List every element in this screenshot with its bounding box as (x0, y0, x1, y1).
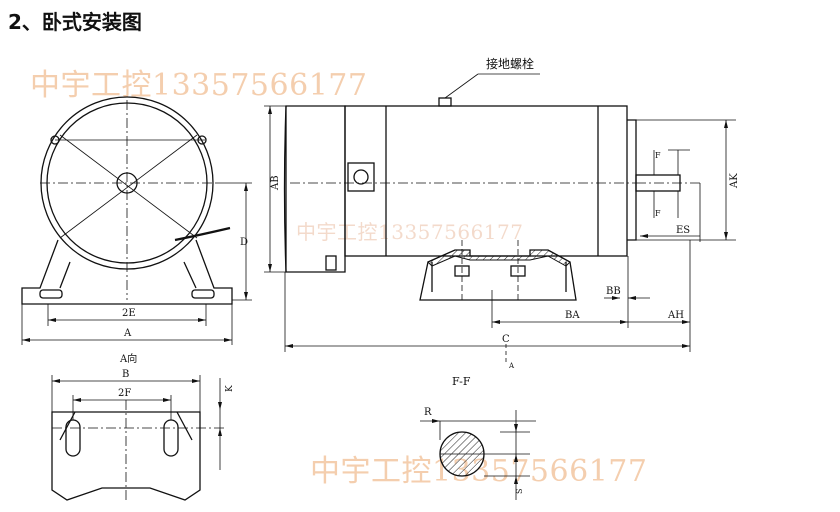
label-AH: AH (667, 310, 684, 321)
label-B: B (122, 369, 129, 380)
front-view (21, 96, 252, 345)
foot-plan-view (51, 375, 225, 501)
watermark-middle: 中宇工控13357566177 (296, 220, 524, 244)
label-AB: AB (270, 175, 281, 191)
label-ES: ES (676, 225, 690, 236)
label-view-A: A向 (119, 352, 137, 365)
side-view (264, 73, 736, 362)
label-ground-bolt: 接地螺栓 (486, 56, 534, 71)
front-lug-right (197, 135, 207, 145)
label-section-FF: F-F (452, 375, 471, 388)
label-2F: 2F (118, 388, 131, 399)
foot-slot-right (163, 419, 179, 457)
front-stand (21, 239, 233, 305)
side-end-cap (285, 105, 346, 273)
label-AK: AK (729, 173, 740, 189)
label-BA: BA (565, 310, 580, 321)
label-D: D (240, 237, 248, 248)
label-A: A (123, 328, 132, 339)
side-body (344, 105, 628, 257)
label-R: R (424, 407, 432, 418)
label-K: K (225, 385, 235, 392)
label-F-top: F (655, 151, 661, 160)
foot-plan-outline (51, 411, 201, 501)
front-lug-left (50, 135, 60, 145)
watermark-top: 中宇工控13357566177 (30, 68, 368, 103)
label-A-small: A (508, 362, 515, 370)
label-S: S (515, 489, 524, 494)
label-BB: BB (606, 286, 621, 297)
label-F-bottom: F (655, 209, 661, 218)
page-title: 2、卧式安装图 (8, 10, 142, 34)
label-2E: 2E (122, 308, 136, 319)
section-ff (420, 410, 536, 500)
label-C: C (502, 334, 510, 345)
